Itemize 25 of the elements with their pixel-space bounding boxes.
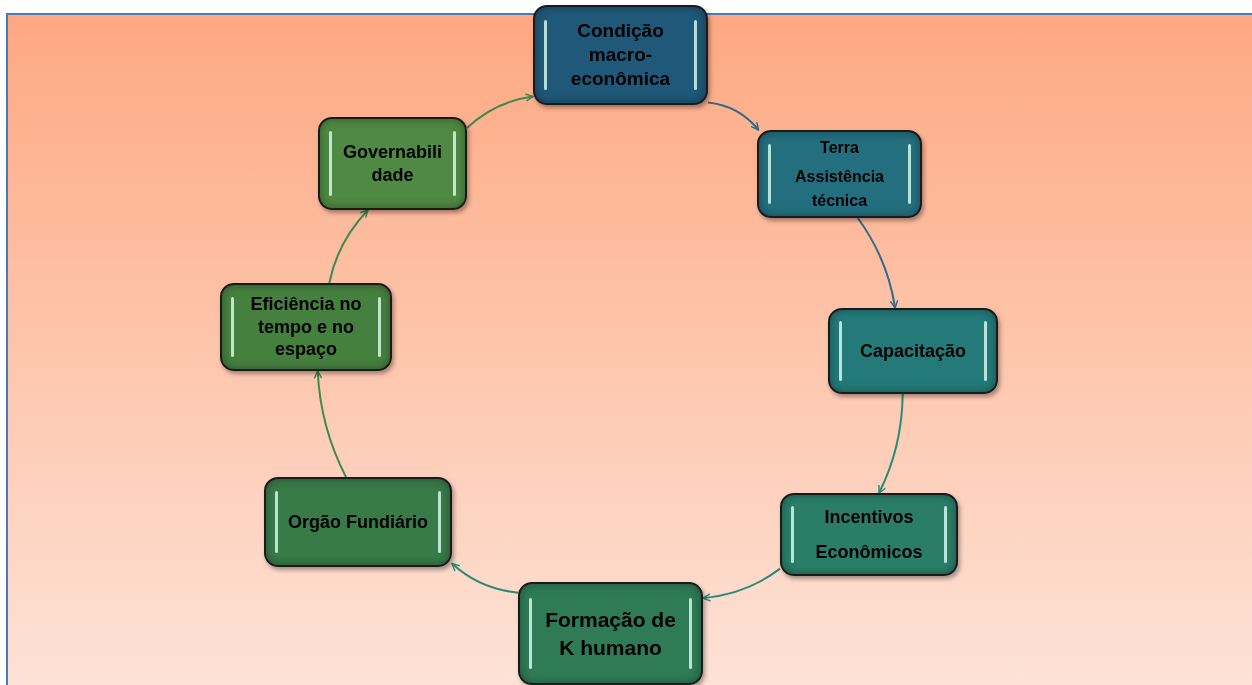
arrow [451,562,519,594]
arrow [856,217,899,309]
process-box [318,117,467,210]
box-text: Incentivos Econômicos [814,506,924,564]
box-text: Assistência técnica [794,167,885,211]
arrow [328,209,369,284]
process-box [828,308,998,394]
box-text: Capacitação [859,339,967,363]
arrow [466,93,534,129]
box-text: Terra [820,138,859,159]
process-box [264,477,452,567]
box-text: Formação de K humano [544,607,677,661]
process-box [533,5,708,105]
arrow [702,567,781,602]
box-text: Eficiência no tempo e no espaço [249,293,363,361]
box-text: Orgão Fundiário [288,510,428,534]
process-box [757,130,922,218]
process-box [780,493,958,576]
process-box [518,582,703,685]
box-text: Condição macro-econômica [569,19,672,91]
arrow [707,101,760,131]
arrow [313,370,347,478]
arrow [878,393,904,494]
box-text: Governabili dade [342,141,443,186]
process-box [220,283,392,371]
